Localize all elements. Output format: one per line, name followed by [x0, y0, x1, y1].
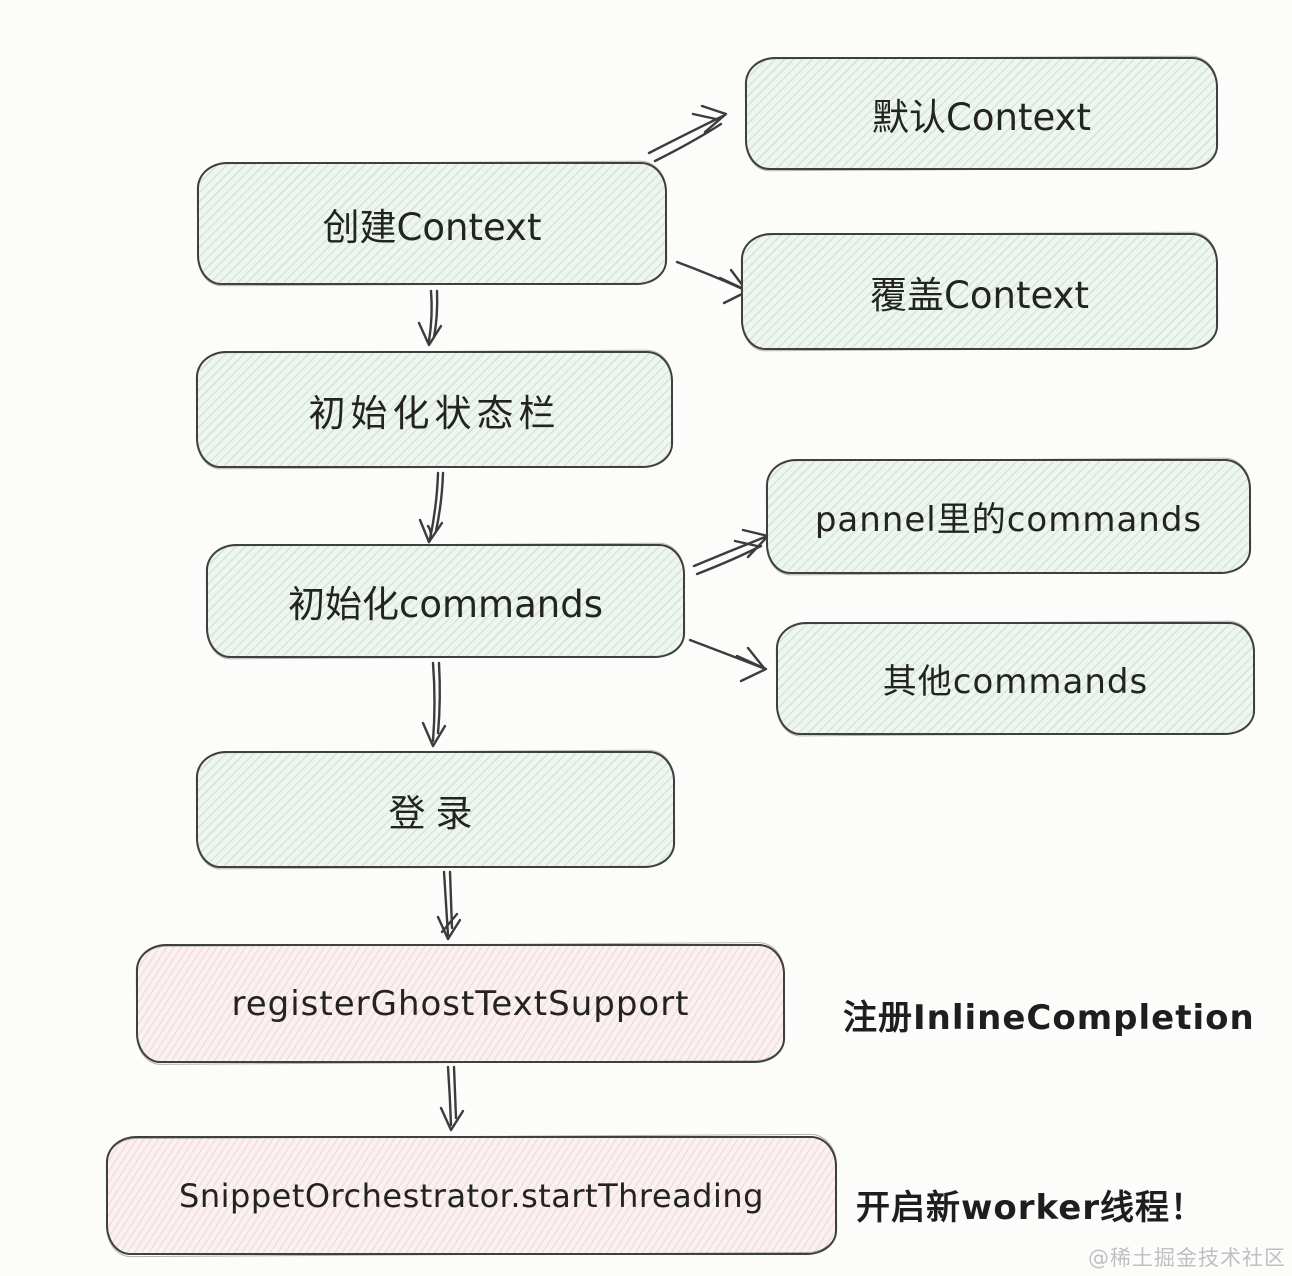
node-register-ghost-text-label: registerGhostTextSupport: [231, 983, 690, 1024]
arrow-login-to-ghost: [436, 870, 462, 941]
arrow-create-to-override: [675, 260, 750, 305]
node-init-commands-label: 初始化commands: [288, 583, 603, 626]
node-default-context-label: 默认Context: [872, 95, 1091, 139]
node-init-statusbar-label: 初始化状态栏: [308, 391, 561, 435]
node-override-context: 覆盖Context: [741, 233, 1218, 350]
arrow-ghost-to-snippet: [439, 1065, 465, 1132]
annotation-register-inline-completion: 注册InlineCompletion: [843, 998, 1255, 1038]
arrow-commands-to-pannel: [692, 528, 770, 576]
node-other-commands-label: 其他commands: [882, 662, 1149, 702]
node-create-context: 创建Context: [197, 162, 667, 285]
node-other-commands: 其他commands: [776, 622, 1255, 735]
node-register-ghost-text: registerGhostTextSupport: [136, 944, 785, 1063]
node-snippet-orchestrator: SnippetOrchestrator.startThreading: [106, 1136, 837, 1255]
node-login: 登录: [196, 751, 675, 868]
arrow-create-to-default: [647, 104, 728, 163]
node-create-context-label: 创建Context: [322, 205, 542, 249]
node-init-statusbar: 初始化状态栏: [196, 351, 673, 468]
watermark-juejin: @稀土掘金技术社区: [1088, 1246, 1286, 1270]
node-default-context: 默认Context: [745, 57, 1218, 170]
node-init-commands: 初始化commands: [206, 544, 685, 658]
arrow-create-to-statusbar: [417, 289, 443, 347]
arrow-commands-to-login: [421, 661, 447, 748]
node-login-label: 登录: [388, 791, 483, 835]
node-snippet-orchestrator-label: SnippetOrchestrator.startThreading: [179, 1176, 764, 1215]
node-pannel-commands: pannel里的commands: [766, 459, 1251, 574]
node-pannel-commands-label: pannel里的commands: [814, 500, 1203, 540]
annotation-start-worker-thread: 开启新worker线程！: [856, 1188, 1206, 1228]
arrow-statusbar-to-commands: [418, 471, 445, 544]
arrow-commands-to-other: [688, 638, 768, 683]
node-override-context-label: 覆盖Context: [870, 273, 1089, 317]
